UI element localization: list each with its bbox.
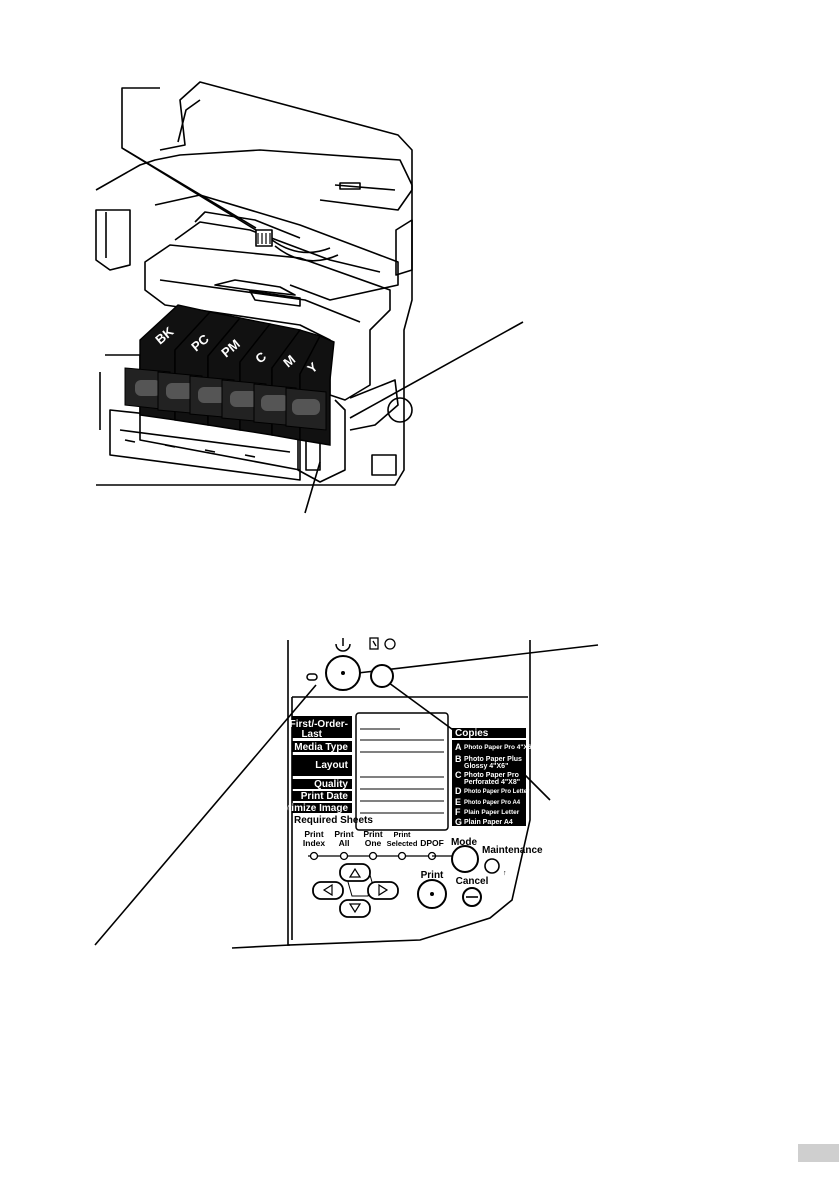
printer-cover — [159, 81, 413, 211]
label-layout: Layout — [315, 760, 348, 771]
callout-line-lamp — [94, 684, 317, 946]
label-first-order-last: First/-Order- — [290, 719, 348, 730]
lcd-display — [355, 712, 449, 831]
label-dpof: DPOF — [420, 838, 444, 848]
right-arrow-icon — [378, 883, 389, 897]
carriage-frame — [154, 194, 399, 301]
printer-body-outline — [95, 149, 413, 486]
media-list: Copies A Photo Paper Pro 4"X6" B Photo P… — [452, 728, 534, 827]
label-print-all-2: All — [339, 838, 350, 848]
copies-header: Copies — [455, 728, 489, 739]
media-item-g: Plain Paper A4 — [464, 819, 513, 826]
media-letter-g: G — [455, 817, 462, 827]
label-print-all-1: Print — [334, 829, 354, 839]
control-panel-illustration: First/-Order- Last Media Type Layout Qua… — [94, 637, 599, 949]
down-arrow-icon — [348, 903, 362, 914]
lamp-print-one — [368, 851, 378, 861]
callout-line-holder — [349, 321, 524, 419]
print-button[interactable] — [417, 879, 447, 909]
page-number-tab — [798, 1144, 839, 1162]
media-item-a: Photo Paper Pro 4"X6" — [464, 744, 534, 751]
media-item-b-2: Glossy 4"X6" — [464, 763, 508, 770]
mode-button[interactable] — [451, 845, 479, 873]
callout-line-lever — [121, 87, 265, 236]
media-item-c: Photo Paper Pro — [464, 772, 519, 779]
label-print-index-1: Print — [304, 829, 324, 839]
label-quality: Quality — [314, 779, 348, 790]
left-arrow-icon — [322, 883, 333, 897]
media-letter-c: C — [455, 770, 462, 780]
label-media-type: Media Type — [294, 742, 348, 753]
media-letter-b: B — [455, 754, 462, 764]
lamp-print-index — [309, 851, 319, 861]
label-last: Last — [301, 729, 322, 740]
power-icon — [335, 638, 351, 652]
media-letter-d: D — [455, 786, 462, 796]
mode-lamps — [308, 851, 452, 861]
lamp-print-all — [339, 851, 349, 861]
mode-labels: Print Index Print All Print One Print Se… — [303, 829, 478, 848]
power-button[interactable] — [325, 655, 361, 691]
label-maintenance: Maintenance — [482, 845, 543, 856]
printer-cartridge-illustration: BK PC PM C M Y — [95, 81, 524, 514]
media-item-f: Plain Paper Letter — [464, 809, 520, 816]
arrow-keypad — [312, 863, 399, 918]
maintenance-button[interactable] — [484, 858, 500, 874]
label-print-one-2: One — [365, 838, 382, 848]
label-print-date: Print Date — [301, 791, 349, 802]
label-cancel: Cancel — [456, 876, 489, 887]
media-item-d: Photo Paper Pro Letter — [464, 789, 530, 795]
ink-cartridges — [124, 304, 335, 446]
maintenance-arrow-icon: ↑ — [503, 870, 507, 877]
label-print-selected-2: Selected — [387, 839, 418, 848]
label-mode: Mode — [451, 837, 478, 848]
down-arrow-button[interactable] — [339, 899, 371, 918]
label-optimize-image: Optimize Image — [274, 803, 348, 814]
ink-cartridge-y — [285, 335, 335, 446]
up-arrow-button[interactable] — [339, 863, 371, 882]
label-print-index-2: Index — [303, 838, 325, 848]
feed-switch-button[interactable] — [370, 664, 394, 688]
label-print-one-1: Print — [363, 829, 383, 839]
label-print-selected-1: Print — [393, 830, 411, 839]
media-item-e: Photo Paper Pro A4 — [464, 800, 521, 806]
media-item-c-2: Perforated 4"X8" — [464, 779, 520, 786]
right-arrow-button[interactable] — [367, 881, 399, 900]
cancel-button[interactable] — [462, 887, 482, 907]
media-item-b: Photo Paper Plus — [464, 756, 522, 763]
left-arrow-button[interactable] — [312, 881, 344, 900]
media-letter-e: E — [455, 797, 461, 807]
callout-line-lever-2 — [121, 147, 257, 229]
label-print: Print — [421, 870, 444, 881]
settings-labels: First/-Order- Last Media Type Layout Qua… — [274, 716, 373, 826]
paper-feed-icon — [369, 637, 396, 650]
up-arrow-icon — [348, 867, 362, 878]
media-letter-f: F — [455, 807, 461, 817]
media-letter-a: A — [455, 742, 462, 752]
lamp-print-selected — [397, 851, 407, 861]
callout-line-power — [357, 644, 599, 674]
status-lamp — [306, 673, 318, 681]
label-required-sheets: Required Sheets — [294, 815, 373, 826]
